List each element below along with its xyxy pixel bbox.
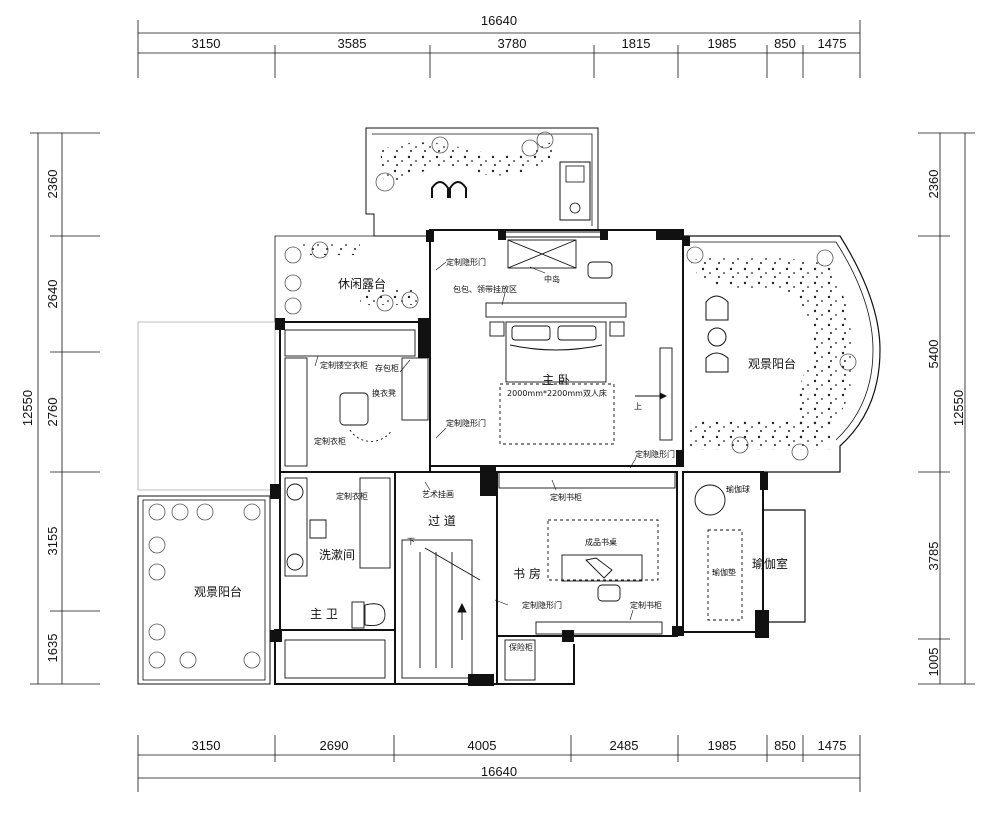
top-dim-2: 3585: [338, 36, 367, 51]
furniture: [284, 239, 743, 681]
wardrobe-label-2: 定制衣柜: [336, 491, 368, 501]
stair-down-label: 下: [407, 537, 415, 546]
desk-label: 成品书桌: [585, 537, 617, 547]
left-dim-1: 2360: [45, 170, 60, 199]
bottom-dim-2: 2690: [320, 738, 349, 753]
art-hanging-label: 艺术挂画: [422, 489, 454, 499]
bottom-dim-7: 1475: [818, 738, 847, 753]
top-dim-5: 1985: [708, 36, 737, 51]
left-balcony-label: 观景阳台: [194, 584, 242, 599]
bag-cabinet-label: 存包柜: [375, 363, 399, 373]
right-dim-1: 2360: [926, 170, 941, 199]
left-total-dim: 12550: [20, 390, 35, 426]
bottom-dim-4: 2485: [610, 738, 639, 753]
bookcase-label-2: 定制书柜: [630, 600, 662, 610]
top-dim-6: 850: [774, 36, 796, 51]
right-dim-3: 3785: [926, 542, 941, 571]
bottom-dim-5: 1985: [708, 738, 737, 753]
top-dim-1: 3150: [192, 36, 221, 51]
bag-area-label: 包包、领带挂放区: [453, 284, 517, 294]
left-dimensions: [30, 132, 100, 685]
bottom-dim-1: 3150: [192, 738, 221, 753]
study-label: 书 房: [513, 566, 541, 581]
top-dim-7: 1475: [818, 36, 847, 51]
island-label: 中岛: [544, 274, 560, 284]
yoga-room-label: 瑜伽室: [752, 556, 788, 571]
top-total-dim: 16640: [481, 13, 517, 28]
hidden-door-label-1: 定制隐形门: [446, 257, 486, 267]
corridor-label: 过 道: [428, 514, 456, 528]
left-dim-5: 1635: [45, 634, 60, 663]
walls: [270, 229, 806, 686]
hidden-door-label-3: 定制隐形门: [635, 449, 675, 459]
master-bath-label: 主 卫: [310, 607, 338, 621]
right-balcony-label: 观景阳台: [748, 356, 796, 371]
washroom-label: 洗漱间: [319, 548, 355, 562]
left-dim-4: 3155: [45, 527, 60, 556]
bed-note-label: 2000mm*2200mm双人床: [507, 388, 607, 398]
stair-up-label: 上: [634, 402, 642, 411]
bookcase-label-1: 定制书柜: [550, 492, 582, 502]
right-dim-4: 1005: [926, 648, 941, 677]
stool-label: 换衣凳: [372, 388, 396, 398]
top-dim-4: 1815: [622, 36, 651, 51]
right-view-balcony: [683, 235, 881, 473]
wardrobe-label-1: 定制衣柜: [314, 436, 346, 446]
bottom-dimensions: [137, 735, 861, 792]
top-dimensions: [137, 20, 861, 78]
top-dim-3: 3780: [498, 36, 527, 51]
left-dim-2: 2640: [45, 280, 60, 309]
master-bedroom-label: 主 卧: [542, 373, 570, 387]
hidden-door-label-2: 定制隐形门: [446, 418, 486, 428]
safe-label: 保险柜: [509, 642, 533, 652]
left-void-outline: [137, 321, 276, 491]
hidden-door-label-4: 定制隐形门: [522, 600, 562, 610]
bottom-dim-6: 850: [774, 738, 796, 753]
bottom-total-dim: 16640: [481, 764, 517, 779]
leader-lines: [314, 261, 637, 621]
left-view-balcony: [137, 495, 271, 685]
right-dim-2: 5400: [926, 340, 941, 369]
top-garden-terrace: [365, 127, 599, 237]
bottom-dim-3: 4005: [468, 738, 497, 753]
left-dim-3: 2760: [45, 398, 60, 427]
mirror-wardrobe-label: 定制镂空衣柜: [320, 360, 368, 370]
right-total-dim: 12550: [951, 390, 966, 426]
yoga-ball-label: 瑜伽球: [726, 484, 750, 494]
right-dimensions: [918, 132, 975, 685]
yoga-mat-label: 瑜伽垫: [712, 567, 736, 577]
leisure-terrace-label: 休闲露台: [338, 276, 386, 291]
